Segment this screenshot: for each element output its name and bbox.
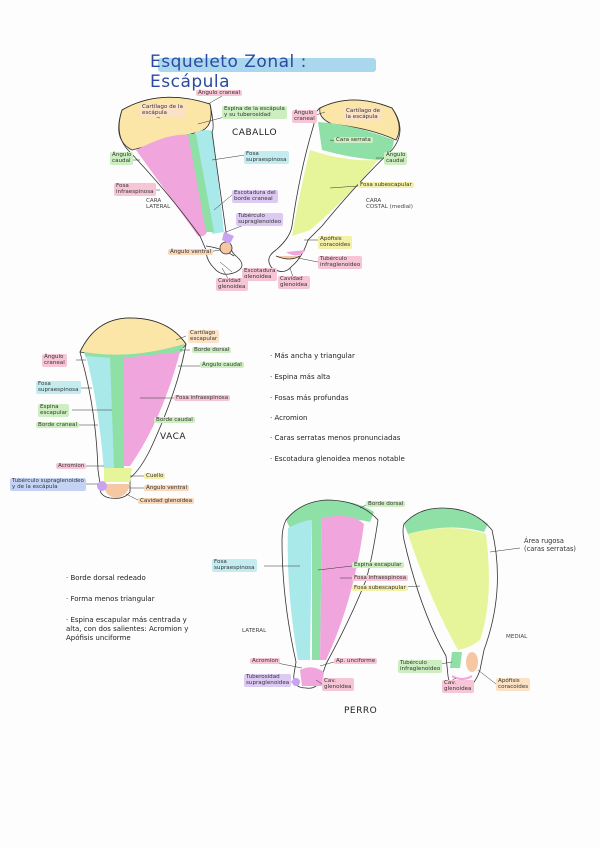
cow-note-3-text: Fosas más profundas bbox=[274, 394, 349, 402]
dog-label-rough-area: Área rugosa (caras serratas) bbox=[524, 537, 576, 553]
horse-label-caudal-angle: Ángulo caudal bbox=[110, 152, 134, 165]
dog-lateral-view-label: LATERAL bbox=[242, 628, 267, 634]
horse-medial-cavity bbox=[275, 255, 301, 260]
title-highlight bbox=[158, 58, 376, 72]
cow-note-1-text: Más ancha y triangular bbox=[274, 352, 355, 360]
dog-label-acromion: Acromion bbox=[250, 658, 281, 665]
cow-neck bbox=[104, 468, 132, 482]
dog-label-glenoid-lateral: Cav. glenoidea bbox=[322, 678, 354, 691]
dog-note-3: · Espina escapular más centrada y alta, … bbox=[66, 616, 189, 642]
cow-note-6: · Escotadura glenoidea menos notable bbox=[270, 455, 405, 463]
horse-label-cranial-angle: Ángulo craneal bbox=[196, 90, 242, 97]
cow-label-cranial-border: Borde craneal bbox=[36, 422, 80, 429]
dog-label-unciform: Ap. unciforme bbox=[334, 658, 378, 665]
horse-lateral-view-label: CARA LATERAL bbox=[146, 198, 171, 211]
cow-label-supraglenoid: Tubérculo supraglenoideo y de la escápul… bbox=[10, 478, 86, 491]
cow-cavity bbox=[104, 484, 130, 498]
cow-note-2: · Espina más alta bbox=[270, 373, 331, 381]
horse-medial-view-label: CARA COSTAL (medial) bbox=[366, 198, 413, 211]
cow-name: VACA bbox=[160, 432, 187, 442]
dog-lateral-infraspinous bbox=[320, 516, 364, 660]
horse-label-ventral-angle: Ángulo ventral bbox=[168, 249, 213, 256]
dog-label-supraspinous: Fosa supraespinosa bbox=[212, 559, 257, 572]
cow-tuber bbox=[97, 481, 107, 491]
horse-label-serrata: Cara serrata bbox=[334, 137, 373, 144]
cow-note-4: · Acromion bbox=[270, 414, 308, 422]
horse-lateral-ventral-angle bbox=[219, 241, 233, 255]
horse-lateral-infraspinous-fossa bbox=[136, 134, 208, 237]
horse-label-glenoid-cavity-right: Cavidad glenoidea bbox=[278, 276, 310, 289]
dog-label-supraglenoid: Tuberosidad supraglenoidea bbox=[244, 674, 292, 687]
cow-label-caudal-border: Borde caudal bbox=[154, 417, 195, 424]
cow-note-5-text: Caras serratas menos pronunciadas bbox=[274, 434, 401, 442]
horse-lateral-tuber bbox=[222, 232, 234, 244]
horse-label-supraglenoid: Tubérculo supraglenoideo bbox=[236, 213, 284, 226]
cow-note-3: · Fosas más profundas bbox=[270, 394, 349, 402]
cow-label-glenoid-cavity: Cavidad glenoidea bbox=[138, 498, 194, 505]
horse-label-subscapular: Fosa subescapular bbox=[358, 182, 414, 189]
cow-label-spine: Espina escapular bbox=[38, 404, 70, 417]
cow-infraspinous bbox=[124, 352, 180, 466]
cow-supraspinous bbox=[86, 356, 116, 470]
cow-outline bbox=[79, 317, 187, 499]
horse-label-cranial-angle-right: Ángulo craneal bbox=[292, 110, 317, 123]
dog-medial-subscapular bbox=[408, 528, 489, 650]
dog-medial-coracoid bbox=[466, 652, 478, 672]
dog-note-1-text: Borde dorsal redeado bbox=[70, 574, 146, 582]
dog-note-2: · Forma menos triangular bbox=[66, 595, 155, 603]
cow-label-ventral-angle: Ángulo ventral bbox=[144, 485, 189, 492]
cow-note-1: · Más ancha y triangular bbox=[270, 352, 355, 360]
cow-spine bbox=[110, 358, 124, 468]
dog-label-spine: Espina escapular bbox=[352, 562, 404, 569]
dog-label-glenoid-medial: Cav. glenoidea bbox=[442, 680, 474, 693]
dog-label-subscapular: Fosa subescapular bbox=[352, 585, 408, 592]
dog-medial-tubercle bbox=[450, 652, 462, 668]
horse-medial-tuber bbox=[286, 250, 306, 256]
horse-label-glenoid-cavity-left: Cavidad glenoidea bbox=[216, 278, 248, 291]
cow-label-infraspinous: Fosa infraespinosa bbox=[174, 395, 231, 402]
horse-label-infraspinous: Fosa infraespinosa bbox=[114, 183, 156, 196]
horse-label-cranial-notch: Escotadura del borde craneal bbox=[232, 190, 278, 203]
dog-label-coracoid: Apófisis coracoides bbox=[496, 678, 531, 691]
horse-label-glenoid-notch: Escotadura glenoidea bbox=[242, 268, 278, 281]
cow-label-dorsal-border: Borde dorsal bbox=[192, 347, 232, 354]
dog-note-2-text: Forma menos triangular bbox=[70, 595, 155, 603]
horse-lateral-spine bbox=[188, 134, 214, 232]
dog-label-infraglenoid: Tubérculo infraglenoideo bbox=[398, 660, 443, 673]
dog-note-1: · Borde dorsal redeado bbox=[66, 574, 146, 582]
cow-label-neck: Cuello bbox=[144, 473, 166, 480]
dog-name: PERRO bbox=[344, 706, 378, 716]
cow-note-6-text: Escotadura glenoidea menos notable bbox=[274, 455, 405, 463]
horse-label-cartilage-right: Cartílago de la escápula bbox=[344, 108, 383, 121]
horse-medial-outline bbox=[268, 99, 401, 272]
horse-label-infraglenoid: Tubérculo infraglenoideo bbox=[318, 256, 363, 269]
dog-lateral-spine bbox=[312, 518, 322, 660]
horse-label-coracoid: Apófisis coracoides bbox=[318, 236, 353, 249]
dog-medial-dorsal bbox=[404, 508, 488, 534]
horse-name: CABALLO bbox=[232, 128, 278, 138]
horse-label-cartilage: Cartílago de la escápula bbox=[140, 104, 185, 117]
page-title: Esqueleto Zonal : Escápula bbox=[150, 52, 307, 92]
cow-label-acromion: Acromion bbox=[56, 463, 87, 470]
dog-lateral-tuber bbox=[292, 678, 300, 686]
dog-label-dorsal-border: Borde dorsal bbox=[366, 501, 406, 508]
dog-label-infraspinous: Fosa infraespinosa bbox=[352, 575, 409, 582]
cow-note-4-text: Acromion bbox=[274, 414, 308, 422]
horse-label-supraspinous: Fosa supraespinosa bbox=[244, 151, 289, 164]
cow-label-caudal-angle: Ángulo caudal bbox=[200, 362, 244, 369]
dog-note-3-text: Espina escapular más centrada y alta, co… bbox=[66, 616, 189, 642]
horse-label-spine: Espina de la escápula y su tuberosidad bbox=[222, 106, 287, 119]
dog-medial-view-label: MEDIAL bbox=[506, 634, 528, 640]
horse-medial-subscapular bbox=[292, 150, 378, 236]
cow-note-2-text: Espina más alta bbox=[274, 373, 331, 381]
cow-note-5: · Caras serratas menos pronunciadas bbox=[270, 434, 401, 442]
cow-label-supraspinous: Fosa supraespinosa bbox=[36, 381, 81, 394]
cow-label-cranial-angle: Ángulo craneal bbox=[42, 354, 67, 367]
horse-label-caudal-angle-right: Ángulo caudal bbox=[384, 152, 408, 165]
cow-label-cartilage: Cartílago escapular bbox=[188, 330, 220, 343]
dog-medial-cavity bbox=[451, 675, 473, 680]
dog-lateral-supraspinous bbox=[287, 520, 312, 660]
horse-lateral-outline bbox=[118, 96, 243, 275]
